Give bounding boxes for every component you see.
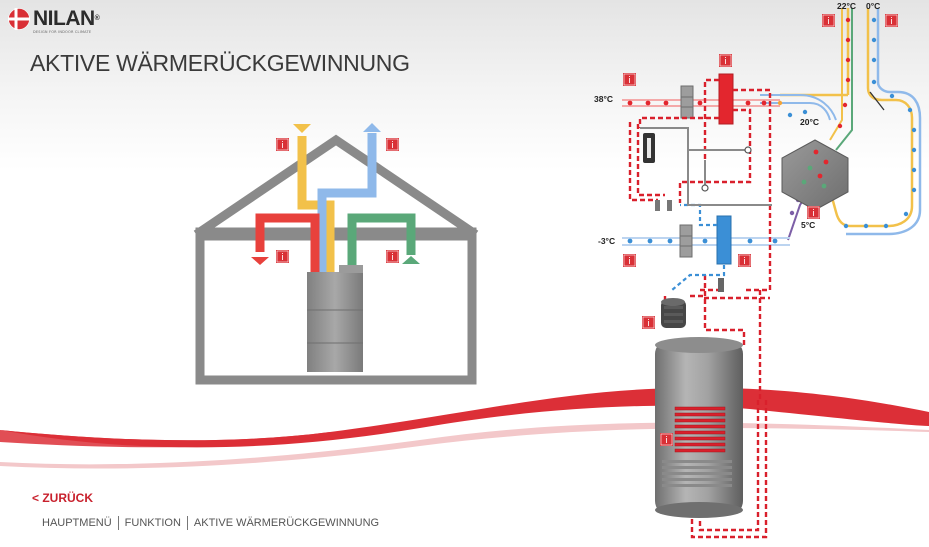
supply-fan	[680, 85, 694, 119]
valve-icons	[655, 146, 752, 292]
breadcrumb-separator	[186, 516, 188, 530]
breadcrumb-item-function[interactable]: FUNKTION	[124, 517, 181, 529]
danish-flag-icon	[8, 8, 30, 30]
info-icon-label: i	[281, 253, 284, 263]
temp-extract-cold: 5°C	[801, 220, 815, 230]
intake-red-dots	[837, 17, 851, 129]
back-link[interactable]: < ZURÜCK	[32, 491, 94, 505]
temp-after-exchanger: 20°C	[800, 117, 819, 127]
info-icon-label: i	[628, 76, 631, 86]
supply-orange-dots	[777, 100, 783, 106]
extract-arrow-icon	[402, 256, 420, 264]
gray-pipe-circuit	[640, 127, 772, 206]
info-button-compressor[interactable]: i	[642, 316, 655, 329]
flow-outdoor-air	[297, 136, 335, 272]
tank-heating-coil	[674, 406, 726, 453]
logo-wordmark: NILAN®	[33, 7, 100, 30]
receiver-sightglass	[647, 138, 651, 158]
exhaust-fan	[679, 224, 693, 258]
hot-water-tank	[655, 337, 743, 518]
info-icon-label: i	[827, 17, 830, 27]
exhaust-arrow-icon	[363, 123, 381, 132]
info-button-exchanger[interactable]: i	[807, 206, 820, 219]
nilan-logo: NILAN® DESIGN FOR INDOOR CLIMATE	[8, 7, 100, 34]
temp-exhaust-cold: -3°C	[598, 236, 615, 246]
info-icon-label: i	[743, 257, 746, 267]
flow-extract-air	[347, 213, 416, 265]
supply-flow-dots	[627, 100, 767, 106]
heat-pump-schematic	[622, 8, 922, 539]
condenser-coil	[718, 73, 734, 125]
info-button-supply[interactable]: i	[276, 250, 289, 263]
outdoor-arrow-icon	[293, 124, 311, 133]
logo-tagline: DESIGN FOR INDOOR CLIMATE	[33, 30, 92, 34]
tank-cold-coil	[662, 460, 732, 487]
info-button-exhaust-line[interactable]: i	[623, 254, 636, 267]
info-icon-label: i	[281, 141, 284, 151]
temp-supply-hot: 38°C	[594, 94, 613, 104]
intake-blue-dots	[787, 17, 917, 229]
duct-extract-green	[835, 8, 853, 151]
flow-exhaust-air	[317, 133, 377, 272]
temp-outdoor-in: 22°C	[837, 1, 856, 11]
breadcrumb-item-current: AKTIVE WÄRMERÜCKGEWINNUNG	[193, 517, 380, 529]
exhaust-flow-dots	[627, 238, 778, 244]
compressor	[661, 298, 686, 328]
supply-arrow-icon	[251, 257, 269, 265]
info-icon-label: i	[647, 319, 650, 329]
info-icon-label: i	[812, 209, 815, 219]
info-icon-label: i	[391, 253, 394, 263]
info-button-water-tank[interactable]: i	[660, 433, 673, 446]
pink-wave-line	[0, 422, 929, 469]
info-icon-label: i	[391, 141, 394, 151]
breadcrumb: HAUPTMENÜ FUNKTION AKTIVE WÄRMERÜCKGEWIN…	[42, 516, 379, 530]
refrigerant-circuit	[628, 78, 772, 539]
duct-loop-right-inner	[846, 8, 922, 236]
info-icon-label: i	[890, 17, 893, 27]
cold-refrigerant-circuit	[671, 203, 726, 291]
evaporator-coil	[716, 215, 732, 265]
duct-exhaust-blue-top	[760, 94, 837, 121]
info-button-supply-line[interactable]: i	[623, 73, 636, 86]
ventilation-unit	[307, 272, 363, 372]
duct-outdoor-yellow	[780, 8, 850, 97]
breadcrumb-separator	[117, 516, 119, 530]
red-wave-lower	[0, 430, 330, 448]
info-button-exhaust[interactable]: i	[386, 138, 399, 151]
duct-outdoor-yellow-inner	[829, 8, 843, 141]
info-button-outdoor[interactable]: i	[276, 138, 289, 151]
ventilation-unit-top	[339, 265, 363, 273]
page-title: AKTIVE WÄRMERÜCKGEWINNUNG	[30, 50, 410, 76]
info-button-intake-right[interactable]: i	[885, 14, 898, 27]
temp-outdoor-out: 0°C	[866, 1, 880, 11]
house-diagram	[193, 123, 479, 385]
flow-supply-air	[255, 213, 320, 272]
house-roof	[193, 134, 479, 239]
breadcrumb-item-main-menu[interactable]: HAUPTMENÜ	[42, 517, 112, 529]
exchanger-dots	[801, 149, 829, 189]
info-button-evaporator[interactable]: i	[738, 254, 751, 267]
info-icon-label: i	[724, 57, 727, 67]
info-button-intake-left[interactable]: i	[822, 14, 835, 27]
info-button-condenser[interactable]: i	[719, 54, 732, 67]
info-button-extract[interactable]: i	[386, 250, 399, 263]
info-icon-label: i	[628, 257, 631, 267]
damper-line	[869, 91, 885, 111]
info-icon-label: i	[665, 436, 668, 446]
